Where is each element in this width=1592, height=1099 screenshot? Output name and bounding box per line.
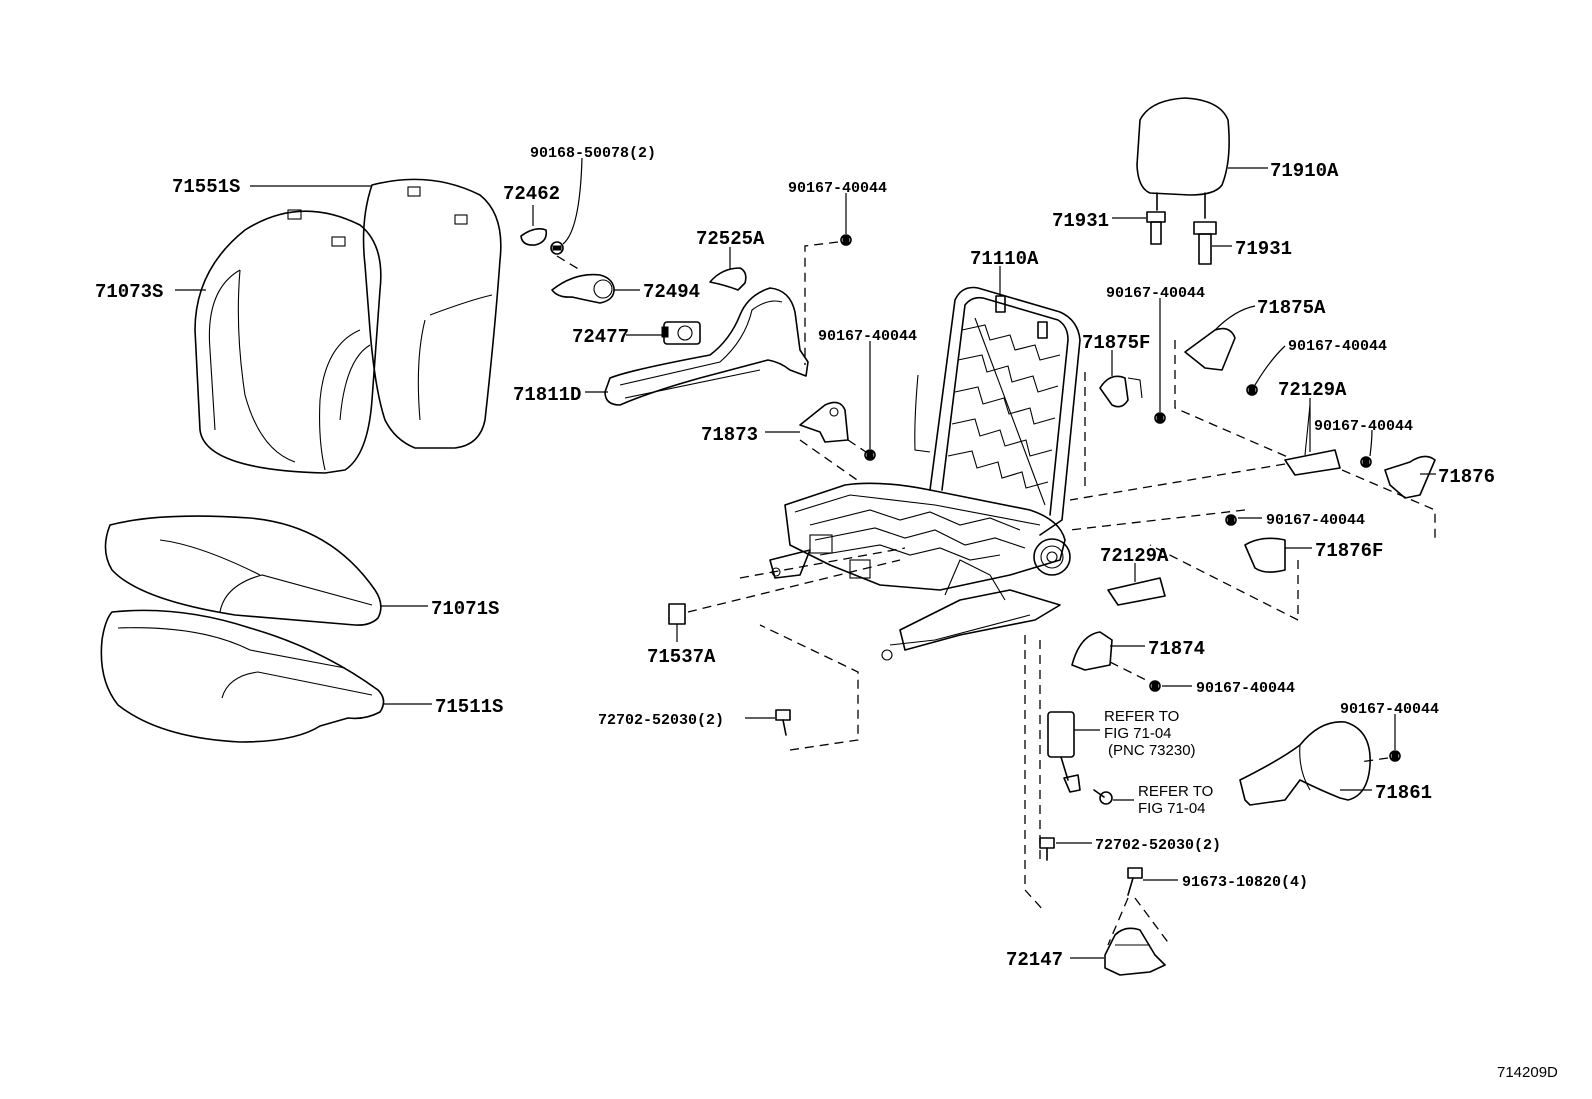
- dash-71876f: [1069, 509, 1299, 622]
- side-cover-71861: [1239, 721, 1371, 806]
- screw-90167-g: [1149, 680, 1161, 692]
- label-91673: 91673-10820(4): [1182, 874, 1308, 891]
- refer-note-1-line3: (PNC 73230): [1108, 742, 1196, 759]
- dash-90167-b: [847, 439, 867, 453]
- label-90167-g: 90167-40044: [1196, 680, 1295, 697]
- label-72462: 72462: [503, 183, 560, 205]
- dash-71875a: [1174, 340, 1291, 459]
- refer-note-2-line1: REFER TO: [1138, 783, 1213, 800]
- buckle-ref: [1047, 711, 1081, 793]
- cover-71876f: [1244, 537, 1286, 573]
- leader-90167-e: [1369, 429, 1373, 457]
- bracket-71873: [799, 401, 849, 443]
- clip-71537a: [668, 603, 686, 625]
- label-71875a: 71875A: [1257, 297, 1326, 319]
- leader-90167-d: [1254, 345, 1286, 386]
- label-90167-f: 90167-40044: [1266, 512, 1365, 529]
- label-72147: 72147: [1006, 949, 1063, 971]
- cover-72129a-lower: [1107, 577, 1166, 606]
- label-71910a: 71910A: [1270, 160, 1339, 182]
- clip-72477: [661, 321, 701, 345]
- label-90167-a: 90167-40044: [788, 180, 887, 197]
- label-72702-a: 72702-52030(2): [598, 712, 724, 729]
- bolt-72702-a: [775, 709, 791, 736]
- bolt-91673: [1127, 867, 1143, 896]
- bracket-72147: [1104, 927, 1166, 976]
- label-90167-h: 90167-40044: [1340, 701, 1439, 718]
- lever-72494: [551, 273, 615, 304]
- bolt-ref: [1093, 789, 1113, 805]
- seat-frame-71110a: [769, 286, 1081, 661]
- bracket-71875a: [1184, 327, 1236, 371]
- dash-71873: [799, 439, 861, 483]
- label-71874: 71874: [1148, 638, 1205, 660]
- cover-72129a-upper: [1284, 404, 1341, 476]
- label-90167-b: 90167-40044: [818, 328, 917, 345]
- leader-90168: [562, 157, 583, 245]
- label-71551s: 71551S: [172, 176, 240, 198]
- bolt-72702-b: [1039, 837, 1055, 861]
- screw-90167-h: [1389, 750, 1401, 762]
- dash-90167-g: [1109, 661, 1151, 683]
- refer-note-1-line1: REFER TO: [1104, 708, 1179, 725]
- seatback-cover-front: [194, 209, 382, 474]
- label-71073s: 71073S: [95, 281, 163, 303]
- label-71875f: 71875F: [1082, 332, 1150, 354]
- dash-71876: [1341, 469, 1436, 540]
- label-71071s: 71071S: [431, 598, 499, 620]
- seat-cushion-cover-bottom: [100, 609, 385, 743]
- label-72702-b: 72702-52030(2): [1095, 837, 1221, 854]
- headrest-71910a: [1136, 97, 1230, 219]
- guide-71931-left: [1146, 211, 1166, 245]
- label-71511s: 71511S: [435, 696, 503, 718]
- label-90167-e: 90167-40044: [1314, 418, 1413, 435]
- figure-reference: 714209D: [1497, 1064, 1558, 1081]
- dash-72702-a: [759, 624, 859, 751]
- bracket-71876: [1384, 455, 1436, 499]
- screw-90167-d: [1246, 384, 1258, 396]
- screw-90167-b: [864, 449, 876, 461]
- bracket-71875f: [1099, 375, 1143, 408]
- label-71876: 71876: [1438, 466, 1495, 488]
- cover-71874: [1071, 631, 1113, 671]
- label-71110a: 71110A: [970, 248, 1039, 270]
- dash-rail-down: [1024, 635, 1046, 913]
- screw-90168: [550, 241, 564, 255]
- refer-note-2-line2: FIG 71-04: [1138, 800, 1206, 817]
- label-72477: 72477: [572, 326, 629, 348]
- label-72129a-a: 72129A: [1278, 379, 1347, 401]
- label-72494: 72494: [643, 281, 700, 303]
- dash-90168: [556, 255, 581, 271]
- leader-71875a: [1214, 305, 1256, 331]
- clip-72525a: [709, 267, 747, 291]
- dash-91673: [1107, 897, 1171, 946]
- dash-90167-h: [1359, 757, 1389, 763]
- screw-90167-a: [840, 234, 852, 246]
- screw-90167-c: [1154, 412, 1166, 424]
- label-90168-50078: 90168-50078(2): [530, 145, 656, 162]
- dash-72129a-upper: [1069, 463, 1286, 501]
- label-71876f: 71876F: [1315, 540, 1383, 562]
- cap-72462: [520, 228, 548, 246]
- label-72525a: 72525A: [696, 228, 765, 250]
- seat-cushion-cover-top: [104, 515, 382, 626]
- label-71931-b: 71931: [1235, 238, 1292, 260]
- dash-90167-a: [804, 241, 839, 365]
- shield-71811d: [604, 287, 809, 406]
- label-71873: 71873: [701, 424, 758, 446]
- label-71931-a: 71931: [1052, 210, 1109, 232]
- label-90167-c: 90167-40044: [1106, 285, 1205, 302]
- screw-90167-f: [1225, 514, 1237, 526]
- label-90167-d: 90167-40044: [1288, 338, 1387, 355]
- guide-71931-right: [1193, 221, 1217, 265]
- refer-note-1-line2: FIG 71-04: [1104, 725, 1172, 742]
- dash-71537a: [687, 547, 906, 613]
- label-71861: 71861: [1375, 782, 1432, 804]
- label-71537a: 71537A: [647, 646, 716, 668]
- seatback-cover-rear: [362, 178, 502, 449]
- label-72129a-b: 72129A: [1100, 545, 1169, 567]
- label-71811d: 71811D: [513, 384, 581, 406]
- screw-90167-e: [1360, 456, 1372, 468]
